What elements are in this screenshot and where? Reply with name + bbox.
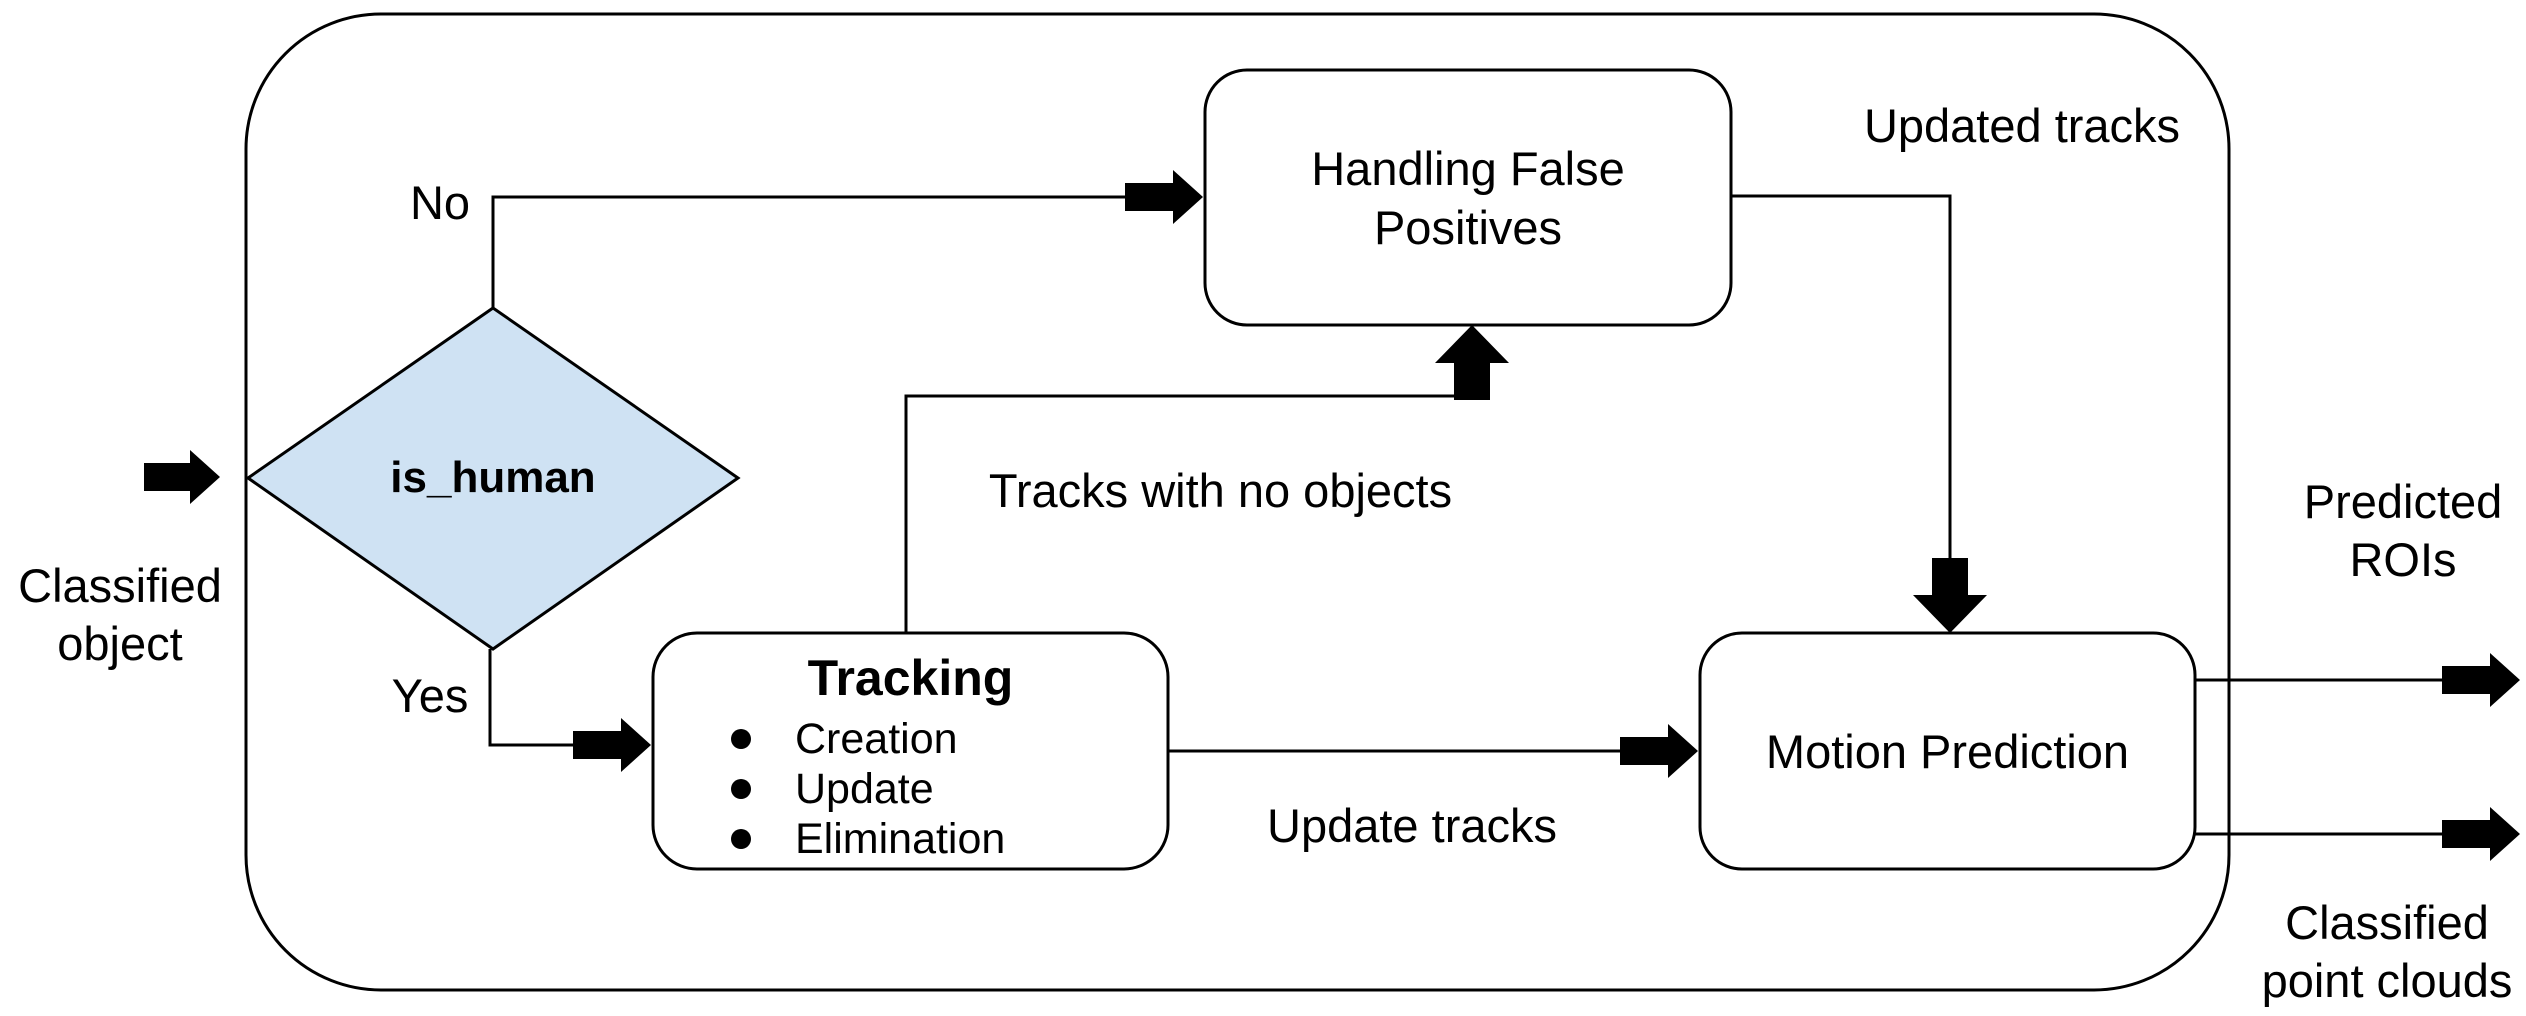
output-bottom-line2: point clouds — [2261, 954, 2513, 1007]
output-label-classified-point-clouds: Classified point clouds — [2248, 894, 2526, 1010]
motion-prediction-label: Motion Prediction — [1765, 724, 2130, 778]
output-top-line2: ROIs — [2349, 533, 2457, 586]
edge-label-tracks-with-no-objects: Tracks with no objects — [988, 464, 1453, 517]
edge-label-yes: Yes — [391, 669, 469, 722]
handling-false-positives-label: Handling False Positives — [1205, 70, 1731, 325]
edge-no-connector — [491, 195, 1125, 308]
output-label-predicted-rois: Predicted ROIs — [2280, 473, 2526, 589]
handling-label-line1: Handling False — [1311, 141, 1625, 195]
system-boundary — [244, 12, 2231, 992]
handling-label-line2: Positives — [1373, 200, 1563, 254]
decision-label: is_human — [390, 453, 596, 502]
tracking-bullet-elimination: Elimination — [731, 814, 1168, 864]
tracking-content: Tracking Creation Update Elimination — [653, 650, 1168, 864]
input-label-line2: object — [57, 617, 183, 670]
edge-yes-connector — [488, 649, 575, 747]
tracking-bullet-update: Update — [731, 764, 1168, 814]
input-label-classified-object: Classified object — [0, 557, 240, 673]
up-arrowhead-icon — [1435, 325, 1509, 400]
motion-input-arrowhead-icon — [1620, 724, 1698, 778]
input-arrow-icon — [144, 450, 220, 504]
tracking-bullet-creation: Creation — [731, 714, 1168, 764]
decision-diamond — [245, 306, 741, 651]
output-bottom-line1: Classified — [2285, 896, 2489, 949]
edge-tracks-no-objects-connector — [904, 394, 1490, 633]
output-top-line1: Predicted — [2303, 475, 2503, 528]
edge-label-no: No — [409, 176, 471, 229]
edge-label-update-tracks: Update tracks — [1267, 799, 1557, 852]
output-top-arrowhead-icon — [2442, 653, 2520, 707]
yes-arrowhead-icon — [573, 718, 651, 772]
output-bottom-arrowhead-icon — [2442, 807, 2520, 861]
tracking-box — [651, 631, 1170, 871]
input-label-line1: Classified — [18, 559, 222, 612]
handling-false-positives-box — [1203, 68, 1733, 327]
edge-updated-tracks-connector — [1731, 194, 1952, 560]
tracking-bullet-list: Creation Update Elimination — [653, 714, 1168, 864]
no-arrowhead-icon — [1125, 170, 1203, 224]
edge-label-updated-tracks: Updated tracks — [1863, 99, 2181, 152]
motion-prediction-box — [1698, 631, 2197, 871]
down-arrowhead-icon — [1913, 558, 1987, 633]
tracking-title: Tracking — [807, 650, 1014, 706]
